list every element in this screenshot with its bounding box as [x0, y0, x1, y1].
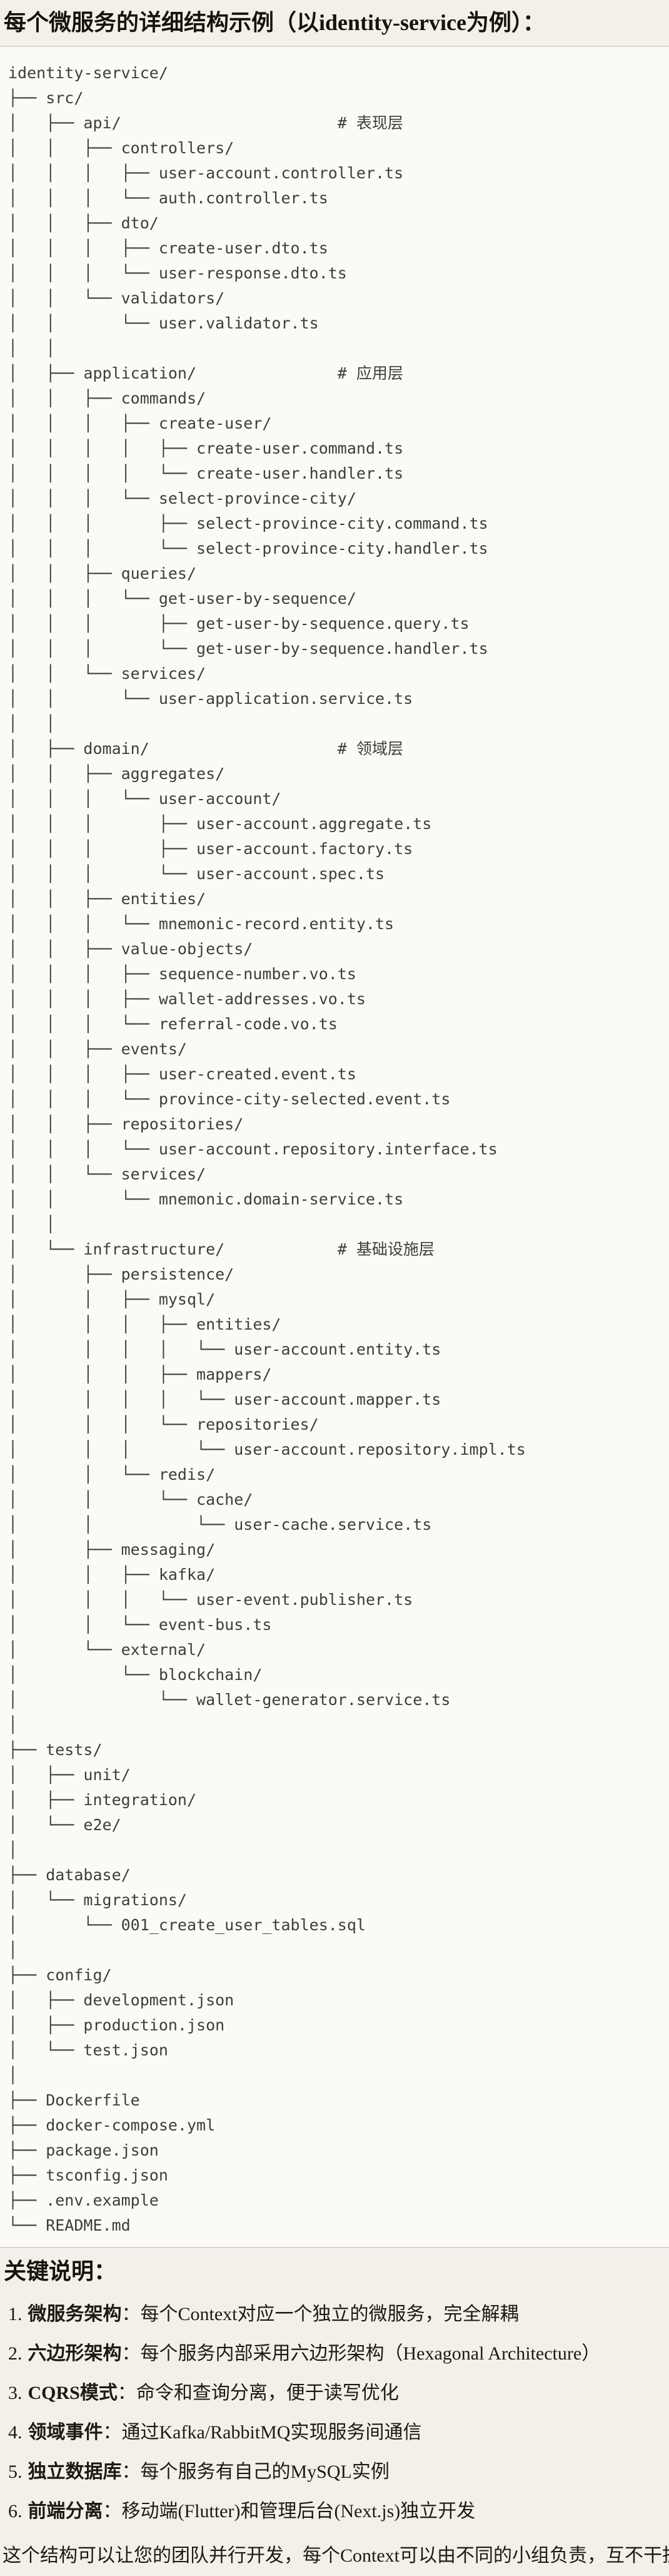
note-number: 1. [8, 2304, 23, 2324]
note-text: ：命令和查询分离，便于读写优化 [117, 2383, 399, 2403]
note-label: CQRS模式 [28, 2383, 118, 2403]
notes-heading: 关键说明： [4, 2259, 117, 2284]
note-label: 微服务架构 [28, 2304, 122, 2324]
note-item: 6.前端分离：移动端(Flutter)和管理后台(Next.js)独立开发 [8, 2492, 669, 2531]
note-number: 4. [8, 2422, 23, 2443]
notes-section: 关键说明： 1.微服务架构：每个Context对应一个独立的微服务，完全解耦 2… [0, 2257, 669, 2570]
note-text: ：移动端(Flutter)和管理后台(Next.js)独立开发 [103, 2501, 476, 2522]
note-item: 5.独立数据库：每个服务有自己的MySQL实例 [8, 2452, 669, 2492]
notes-list: 1.微服务架构：每个Context对应一个独立的微服务，完全解耦 2.六边形架构… [0, 2294, 669, 2531]
note-text: ：每个服务有自己的MySQL实例 [121, 2461, 390, 2482]
note-label: 六边形架构 [28, 2343, 122, 2364]
note-item: 4.领域事件：通过Kafka/RabbitMQ实现服务间通信 [8, 2413, 669, 2452]
page-title: 每个微服务的详细结构示例（以identity-service为例）： [4, 10, 545, 35]
note-item: 2.六边形架构：每个服务内部采用六边形架构（Hexagonal Architec… [8, 2334, 669, 2373]
note-number: 2. [8, 2343, 23, 2364]
note-item: 1.微服务架构：每个Context对应一个独立的微服务，完全解耦 [8, 2294, 669, 2334]
directory-tree: identity-service/ ├── src/ │ ├── api/ # … [8, 64, 526, 2234]
note-text: ：通过Kafka/RabbitMQ实现服务间通信 [103, 2422, 422, 2443]
summary-paragraph: 这个结构可以让您的团队并行开发，每个Context可以由不同的小组负责，互不干扰… [3, 2545, 669, 2566]
note-item: 3.CQRS模式：命令和查询分离，便于读写优化 [8, 2373, 669, 2413]
note-number: 5. [8, 2461, 23, 2482]
note-text: ：每个Context对应一个独立的微服务，完全解耦 [121, 2304, 519, 2324]
note-label: 独立数据库 [28, 2461, 122, 2482]
note-number: 3. [8, 2383, 23, 2403]
note-label: 领域事件 [28, 2422, 103, 2443]
note-number: 6. [8, 2501, 23, 2522]
note-text: ：每个服务内部采用六边形架构（Hexagonal Architecture） [121, 2343, 601, 2364]
code-block: identity-service/ ├── src/ │ ├── api/ # … [0, 46, 669, 2248]
note-label: 前端分离 [28, 2501, 103, 2522]
